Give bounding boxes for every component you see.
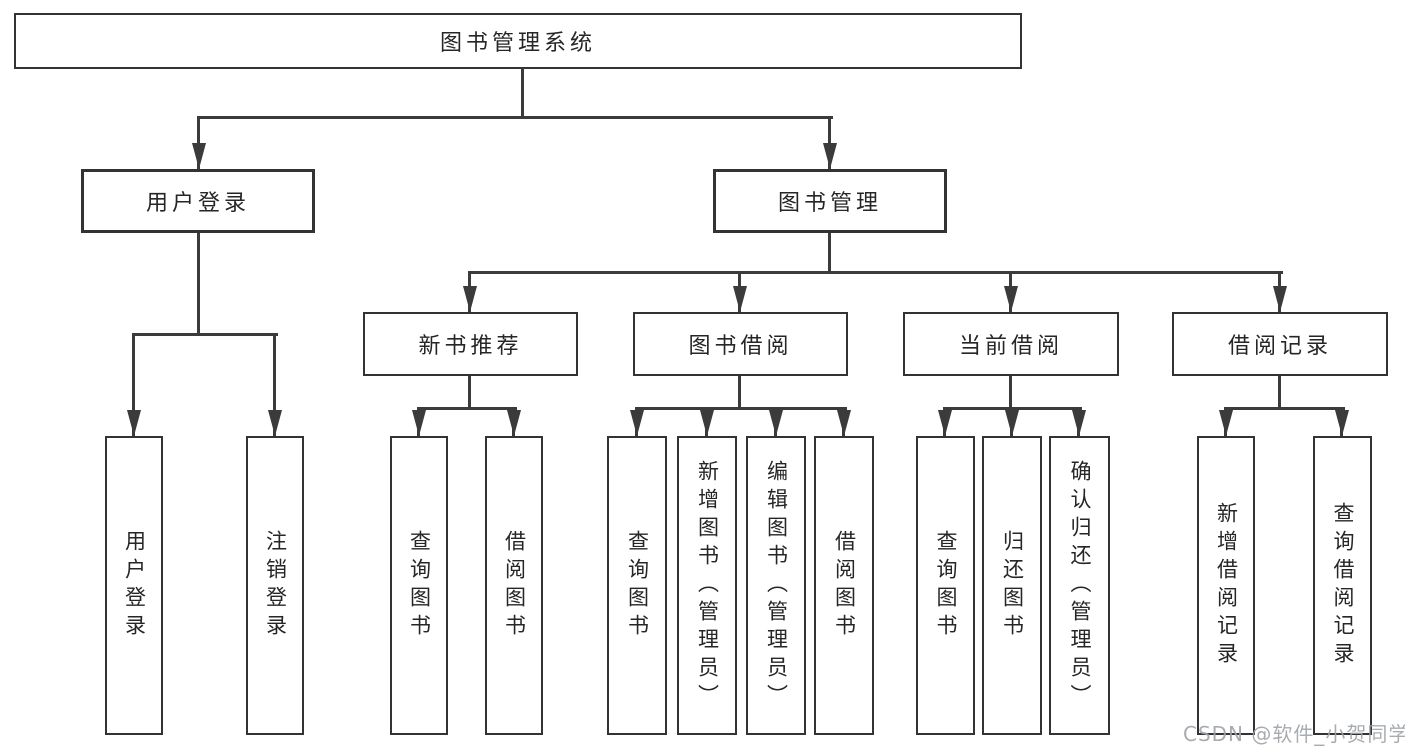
leaf-query-book-borrow-label: 查询图书 xyxy=(625,529,650,642)
leaf-confirm-return-admin: 确认归还（管理员） xyxy=(1049,436,1110,735)
arrowhead-icon xyxy=(463,286,477,312)
leaf-return-book: 归还图书 xyxy=(982,436,1042,735)
connector-line xyxy=(1278,376,1281,410)
node-current-borrow: 当前借阅 xyxy=(903,312,1119,376)
leaf-edit-book-admin: 编辑图书（管理员） xyxy=(746,436,806,735)
connector-line xyxy=(635,407,847,410)
arrowhead-icon xyxy=(938,410,952,436)
leaf-confirm-return-admin-label: 确认归还（管理员） xyxy=(1068,459,1093,712)
arrowhead-icon xyxy=(1072,410,1086,436)
leaf-query-book-recommend: 查询图书 xyxy=(390,436,448,735)
arrowhead-icon xyxy=(507,410,521,436)
leaf-query-book-recommend-label: 查询图书 xyxy=(407,529,432,642)
connector-line xyxy=(1224,407,1345,410)
arrowhead-icon xyxy=(1219,410,1233,436)
node-user-login-label: 用户登录 xyxy=(145,191,250,216)
leaf-query-book-borrow: 查询图书 xyxy=(607,436,667,735)
arrowhead-icon xyxy=(837,410,851,436)
leaf-query-book-current-label: 查询图书 xyxy=(934,529,959,642)
connector-line xyxy=(417,407,517,410)
leaf-add-borrow-record: 新增借阅记录 xyxy=(1197,436,1255,735)
node-new-book-recommend-label: 新书推荐 xyxy=(418,334,523,359)
leaf-borrow-book-recommend: 借阅图书 xyxy=(485,436,543,735)
connector-line xyxy=(273,333,276,436)
connector-line xyxy=(197,116,833,119)
leaf-user-login: 用户登录 xyxy=(105,436,163,735)
node-root: 图书管理系统 xyxy=(14,13,1022,69)
connector-line xyxy=(468,271,1283,274)
leaf-borrow-book-label: 借阅图书 xyxy=(832,529,857,642)
node-user-login: 用户登录 xyxy=(81,169,315,233)
arrowhead-icon xyxy=(733,286,747,312)
connector-line xyxy=(828,116,831,169)
connector-line xyxy=(132,333,135,436)
node-borrow-records: 借阅记录 xyxy=(1172,312,1388,376)
leaf-borrow-book: 借阅图书 xyxy=(814,436,874,735)
arrowhead-icon xyxy=(1335,410,1349,436)
arrowhead-icon xyxy=(1005,410,1019,436)
node-book-borrow: 图书借阅 xyxy=(633,312,848,376)
leaf-user-login-label: 用户登录 xyxy=(122,529,147,642)
node-book-management-label: 图书管理 xyxy=(777,191,882,216)
node-book-management: 图书管理 xyxy=(713,169,947,233)
node-current-borrow-label: 当前借阅 xyxy=(958,334,1063,359)
arrowhead-icon xyxy=(700,410,714,436)
arrowhead-icon xyxy=(1004,286,1018,312)
leaf-add-book-admin: 新增图书（管理员） xyxy=(677,436,737,735)
leaf-logout-login: 注销登录 xyxy=(246,436,304,735)
leaf-return-book-label: 归还图书 xyxy=(1000,529,1025,642)
node-new-book-recommend: 新书推荐 xyxy=(363,312,578,376)
node-borrow-records-label: 借阅记录 xyxy=(1227,334,1332,359)
connector-line xyxy=(521,68,524,118)
node-root-label: 图书管理系统 xyxy=(439,31,596,56)
leaf-edit-book-admin-label: 编辑图书（管理员） xyxy=(764,459,789,712)
leaf-logout-login-label: 注销登录 xyxy=(263,529,288,642)
arrowhead-icon xyxy=(412,410,426,436)
leaf-query-book-current: 查询图书 xyxy=(916,436,975,735)
connector-line xyxy=(738,376,741,410)
arrowhead-icon xyxy=(192,143,206,169)
leaf-add-book-admin-label: 新增图书（管理员） xyxy=(695,459,720,712)
connector-line xyxy=(132,333,278,336)
arrowhead-icon xyxy=(769,410,783,436)
leaf-add-borrow-record-label: 新增借阅记录 xyxy=(1214,501,1239,670)
arrowhead-icon xyxy=(1273,286,1287,312)
connector-line xyxy=(1009,376,1012,410)
leaf-query-borrow-record: 查询借阅记录 xyxy=(1313,436,1372,735)
leaf-query-borrow-record-label: 查询借阅记录 xyxy=(1331,501,1356,670)
arrowhead-icon xyxy=(268,410,282,436)
connector-line xyxy=(828,233,831,274)
connector-line xyxy=(197,116,200,169)
arrowhead-icon xyxy=(630,410,644,436)
leaf-borrow-book-recommend-label: 借阅图书 xyxy=(502,529,527,642)
arrowhead-icon xyxy=(127,410,141,436)
node-book-borrow-label: 图书借阅 xyxy=(688,334,793,359)
connector-line xyxy=(197,233,200,335)
arrowhead-icon xyxy=(823,143,837,169)
watermark-text: CSDN @软件_小贺同学 xyxy=(1183,722,1405,746)
connector-line xyxy=(468,376,471,410)
